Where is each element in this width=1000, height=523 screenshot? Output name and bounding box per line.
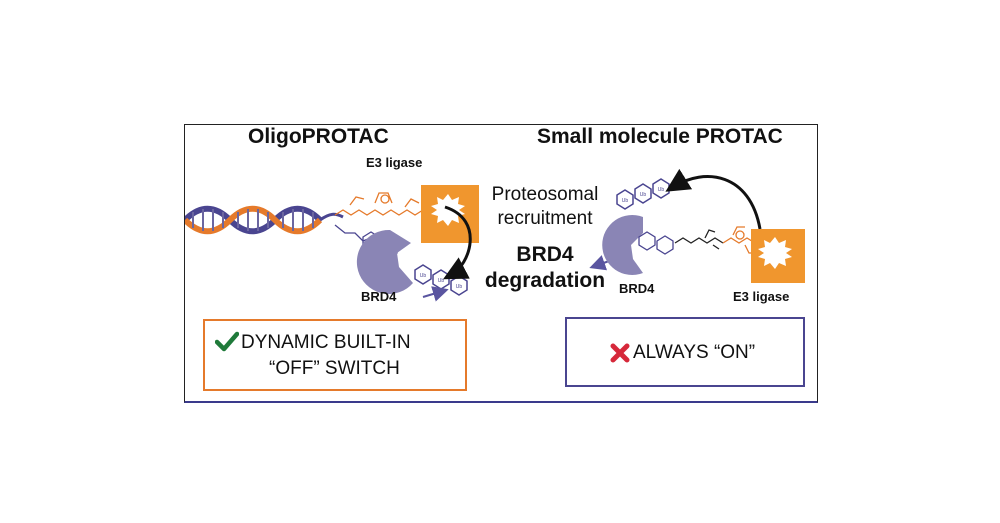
e3-ligase-label-right: E3 ligase [733, 289, 790, 304]
proteosomal-text: Proteosomal [491, 184, 599, 205]
figure-panel: Ub Ub Ub Ub [184, 124, 818, 403]
ubiquitin-chain-right [616, 178, 670, 210]
small-molecule-linker [638, 226, 764, 255]
brd4-label-left: BRD4 [361, 289, 397, 304]
e3-ligase-shape-right [751, 229, 805, 283]
small-molecule-protac-title: Small molecule PROTAC [537, 125, 783, 148]
e3-ligase-label-left: E3 ligase [366, 155, 423, 170]
brd4-label-right: BRD4 [619, 281, 655, 296]
dna-helix [185, 205, 344, 235]
brd4-shape-left [356, 229, 413, 294]
dynamic-built-in-text: DYNAMIC BUILT-IN [241, 332, 411, 353]
ub-label: Ub [640, 192, 647, 198]
off-switch-box: DYNAMIC BUILT-IN “OFF” SWITCH [203, 319, 467, 391]
degradation-arrow-left [422, 286, 449, 302]
always-on-box: ALWAYS “ON” [565, 317, 805, 387]
recruitment-arrow-left [443, 205, 472, 280]
ub-label: Ub [438, 278, 445, 284]
ub-label: Ub [420, 273, 427, 279]
oligoprotac-title: OligoPROTAC [248, 125, 389, 148]
diagram-graphics: Ub Ub Ub Ub [185, 168, 805, 302]
ub-label: Ub [622, 198, 629, 204]
recruitment-text: recruitment [497, 208, 593, 229]
degradation-text: degradation [484, 269, 606, 292]
x-mark-icon [610, 343, 630, 363]
always-on-text: ALWAYS “ON” [633, 342, 756, 363]
recruitment-arrow-right [665, 168, 762, 230]
brd4-shape-right [602, 215, 643, 275]
ub-label: Ub [658, 187, 665, 193]
off-switch-text: “OFF” SWITCH [269, 358, 400, 379]
brd4-degradation-title: BRD4 [516, 243, 574, 266]
ub-label: Ub [456, 284, 463, 290]
check-icon [215, 331, 239, 352]
